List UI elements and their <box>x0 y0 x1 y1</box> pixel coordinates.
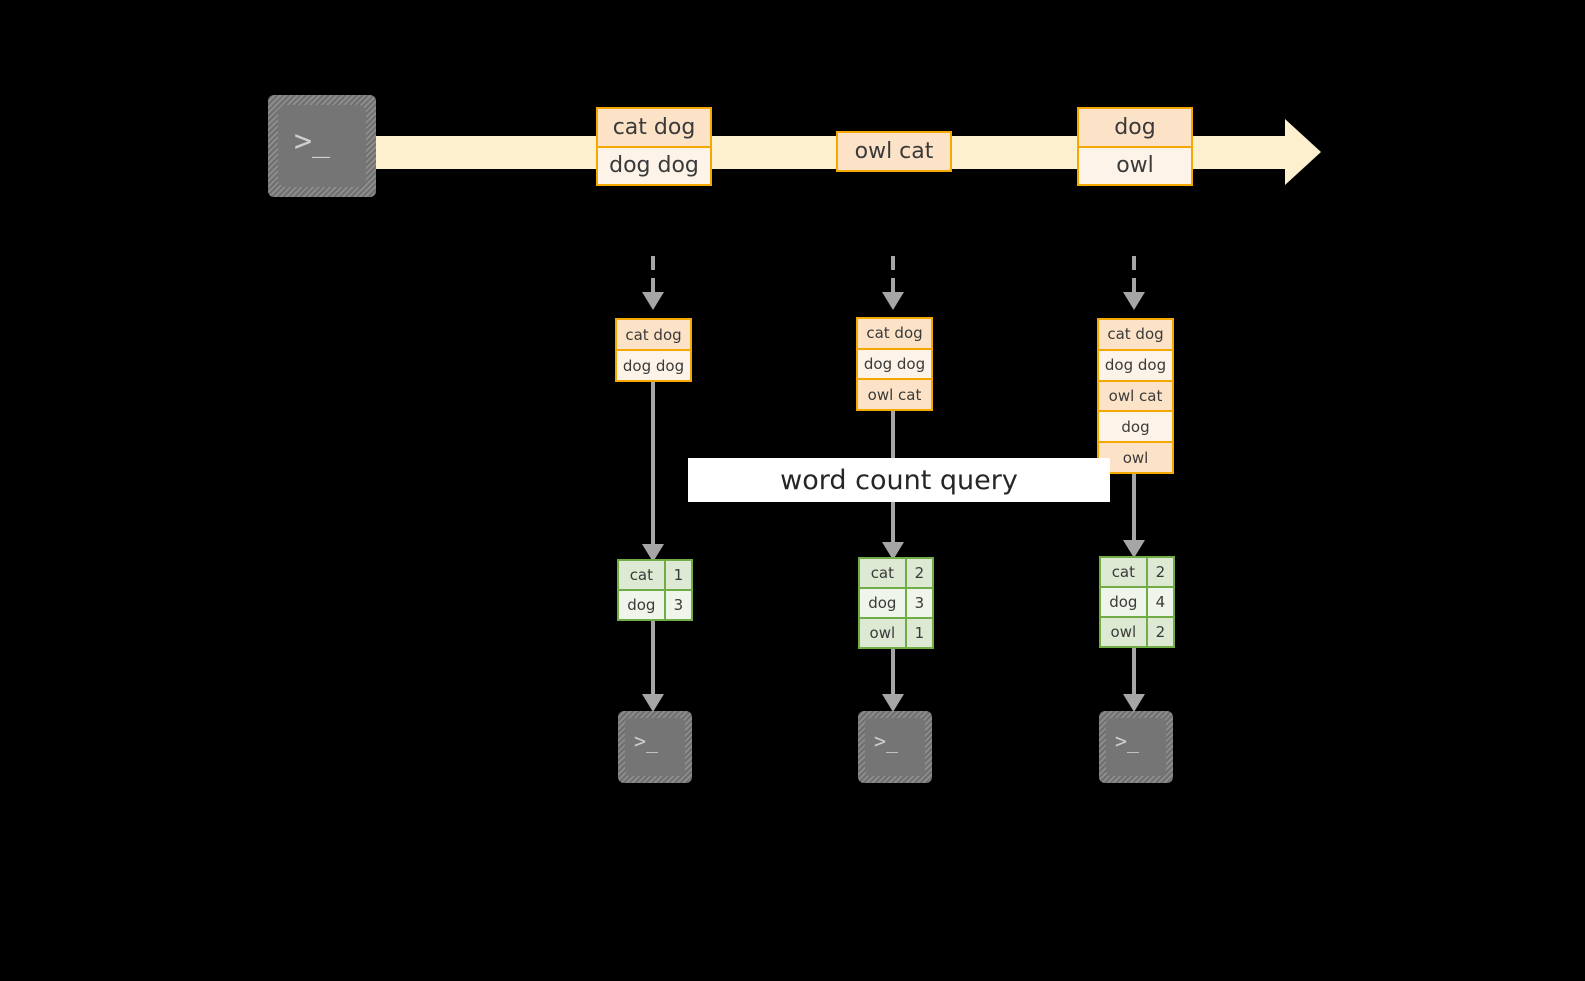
terminal-prompt-glyph: >_ <box>294 124 331 159</box>
snapshot-trigger-arrow-1 <box>651 256 655 294</box>
snapshot-trigger-arrowhead-1 <box>642 292 664 310</box>
result-count: 1 <box>663 561 691 589</box>
sink-terminal-icon-2[interactable]: >_ <box>858 711 932 783</box>
snapshot-trigger-arrowhead-2 <box>882 292 904 310</box>
accumulated-event-line: dog dog <box>1099 348 1172 380</box>
result-count: 2 <box>904 559 932 587</box>
result-count: 3 <box>904 589 932 617</box>
snapshot-trigger-arrowhead-3 <box>1123 292 1145 310</box>
result-count: 2 <box>1145 618 1173 646</box>
sink-arrowhead-3 <box>1123 694 1145 712</box>
result-count: 1 <box>904 619 932 647</box>
sink-terminal-icon-1[interactable]: >_ <box>618 711 692 783</box>
result-word: owl <box>1101 618 1146 646</box>
terminal-screen <box>278 105 366 187</box>
result-word: cat <box>860 559 905 587</box>
result-count: 4 <box>1145 588 1173 616</box>
terminal-prompt-glyph: >_ <box>1115 729 1140 753</box>
sink-arrow-3 <box>1132 648 1136 702</box>
snapshot-trigger-arrow-2 <box>891 256 895 294</box>
accumulated-event-line: owl cat <box>858 378 931 410</box>
stream-arrowhead <box>1285 119 1321 185</box>
stream-event-3[interactable]: dog owl <box>1077 107 1193 186</box>
query-arrow-3 <box>1132 474 1136 550</box>
table-row: dog 3 <box>860 587 932 617</box>
stream-event-line: owl <box>1079 145 1191 184</box>
result-count: 2 <box>1145 558 1173 586</box>
table-row: dog 4 <box>1101 586 1173 616</box>
result-count: 3 <box>663 591 691 619</box>
query-label-text: word count query <box>780 464 1018 496</box>
accumulated-event-line: cat dog <box>617 320 690 349</box>
accumulated-event-line: cat dog <box>858 319 931 348</box>
query-arrow-1 <box>651 382 655 554</box>
result-word: cat <box>619 561 664 589</box>
accumulated-event-line: dog dog <box>617 349 690 380</box>
sink-arrow-2 <box>891 649 895 702</box>
table-row: cat 2 <box>860 559 932 587</box>
accumulated-event-line: cat dog <box>1099 320 1172 349</box>
result-table-2[interactable]: cat 2 dog 3 owl 1 <box>858 557 934 649</box>
result-word: dog <box>619 591 664 619</box>
result-table-1[interactable]: cat 1 dog 3 <box>617 559 693 621</box>
terminal-screen <box>865 718 925 776</box>
terminal-screen <box>625 718 685 776</box>
terminal-screen <box>1106 718 1166 776</box>
snapshot-trigger-arrow-3 <box>1132 256 1136 294</box>
sink-arrowhead-2 <box>882 694 904 712</box>
query-arrowhead-3 <box>1123 540 1145 558</box>
stream-event-line: dog dog <box>598 145 710 184</box>
result-word: dog <box>1101 588 1146 616</box>
result-word: dog <box>860 589 905 617</box>
sink-arrowhead-1 <box>642 694 664 712</box>
source-terminal-icon[interactable]: >_ <box>268 95 376 197</box>
table-row: owl 1 <box>860 617 932 647</box>
terminal-prompt-glyph: >_ <box>874 729 899 753</box>
query-arrowhead-1 <box>642 544 664 562</box>
accumulated-events-3[interactable]: cat dog dog dog owl cat dog owl <box>1097 318 1174 474</box>
table-row: owl 2 <box>1101 616 1173 646</box>
accumulated-events-1[interactable]: cat dog dog dog <box>615 318 692 382</box>
result-word: cat <box>1101 558 1146 586</box>
sink-terminal-icon-3[interactable]: >_ <box>1099 711 1173 783</box>
query-label: word count query <box>688 458 1110 502</box>
accumulated-events-2[interactable]: cat dog dog dog owl cat <box>856 317 933 411</box>
stream-event-line: dog <box>1079 109 1191 146</box>
stream-event-line: owl cat <box>838 133 950 170</box>
result-table-3[interactable]: cat 2 dog 4 owl 2 <box>1099 556 1175 648</box>
accumulated-event-line: owl <box>1099 441 1172 472</box>
result-word: owl <box>860 619 905 647</box>
accumulated-event-line: owl cat <box>1099 379 1172 411</box>
stream-event-1[interactable]: cat dog dog dog <box>596 107 712 186</box>
table-row: cat 1 <box>619 561 691 589</box>
terminal-prompt-glyph: >_ <box>634 729 659 753</box>
query-arrowhead-2 <box>882 542 904 560</box>
accumulated-event-line: dog dog <box>858 347 931 379</box>
table-row: cat 2 <box>1101 558 1173 586</box>
stream-event-line: cat dog <box>598 109 710 146</box>
accumulated-event-line: dog <box>1099 410 1172 442</box>
sink-arrow-1 <box>651 621 655 702</box>
table-row: dog 3 <box>619 589 691 619</box>
stream-event-2[interactable]: owl cat <box>836 131 952 172</box>
